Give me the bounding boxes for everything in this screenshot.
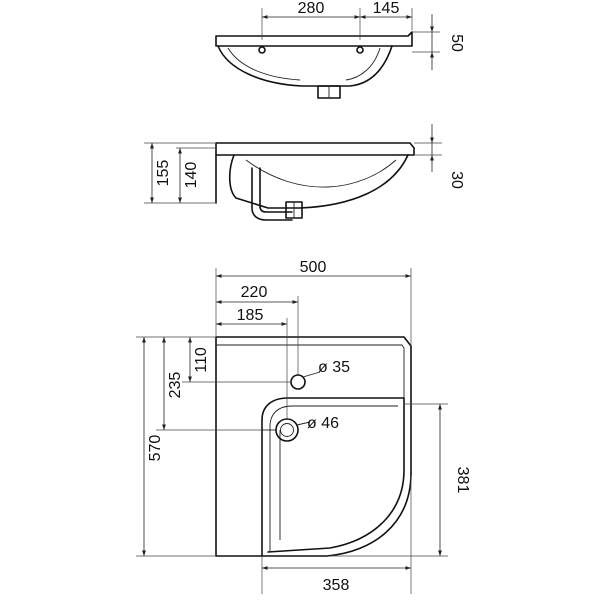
dim-label-570: 570 (147, 435, 164, 462)
drain-hole (275, 418, 299, 442)
dim-label-280: 280 (298, 0, 325, 17)
drain-hole-label: ø 46 (307, 415, 339, 432)
dim-label-185: 185 (237, 307, 264, 324)
dim-label-358: 358 (323, 577, 350, 594)
dim-label-155: 155 (155, 160, 172, 187)
plan-outline (215, 336, 412, 557)
dim-label-220: 220 (241, 284, 268, 301)
front-elevation-view: 280 145 50 (215, 0, 465, 99)
dim-label-381: 381 (454, 467, 471, 494)
plan-view: ø 35 ø 46 500 220 185 110 235 570 38 (136, 259, 471, 594)
dim-label-145: 145 (373, 0, 400, 17)
tap-hole-label: ø 35 (318, 359, 350, 376)
front-hole-right (356, 46, 364, 54)
front-bowl-body (217, 45, 393, 87)
dim-label-140: 140 (183, 162, 200, 189)
dim-label-110: 110 (193, 347, 210, 373)
side-rim (215, 142, 415, 156)
side-elevation-view: 155 140 30 (144, 124, 465, 221)
dim-label-50: 50 (448, 34, 465, 52)
dim-label-500: 500 (300, 259, 327, 276)
side-trap (251, 167, 293, 221)
side-bowl-body (228, 154, 409, 209)
front-rim (215, 31, 413, 47)
dim-label-30: 30 (448, 171, 465, 189)
front-hole-left (258, 46, 266, 54)
tap-hole (290, 374, 306, 390)
plan-inner-bowl (261, 397, 405, 557)
dim-label-235: 235 (167, 372, 184, 399)
